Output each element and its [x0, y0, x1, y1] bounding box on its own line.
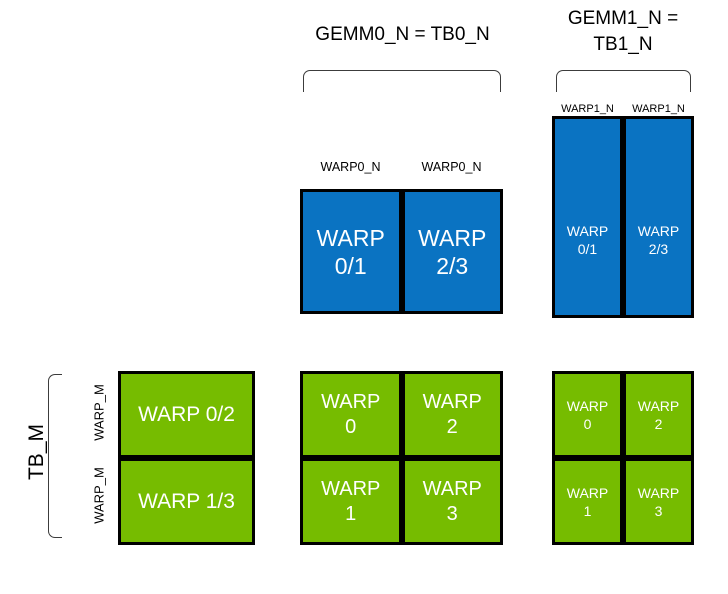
brace-gemm0-width [303, 70, 501, 92]
label-warp-m-top: WARP_M [91, 384, 107, 441]
label-tb-m: TB_M [25, 424, 48, 481]
green-group-middle: WARP 0 WARP 1 WARP 2 WARP 3 [300, 371, 503, 545]
green-middle-cell-warp-3[interactable]: WARP 3 [401, 458, 503, 545]
blue-cell-warp-2-3[interactable]: WARP 2/3 [401, 189, 503, 314]
label-warp-m-bottom: WARP_M [91, 467, 107, 524]
caption-warp0-n-left: WARP0_N [320, 160, 381, 174]
green-right-cell-warp-1[interactable]: WARP 1 [552, 458, 623, 545]
caption-warp0-n-right: WARP0_N [421, 160, 482, 174]
caption-warp1-n-right: WARP1_N [632, 103, 685, 115]
caption-warp1-n-left: WARP1_N [561, 103, 614, 115]
green-right-cell-warp-0[interactable]: WARP 0 [552, 371, 623, 458]
blue-right-cell-warp-0-1[interactable]: WARP 0/1 [552, 116, 623, 318]
green-right-cell-warp-2[interactable]: WARP 2 [623, 371, 694, 458]
title-gemm1: GEMM1_N = TB1_N [567, 8, 679, 55]
blue-group-right: WARP 0/1 WARP 2/3 [552, 116, 694, 318]
brace-tb-m-height [48, 374, 62, 538]
green-middle-column-left: WARP 0 WARP 1 [300, 371, 402, 545]
green-right-cell-warp-3[interactable]: WARP 3 [623, 458, 694, 545]
green-middle-cell-warp-1[interactable]: WARP 1 [300, 458, 402, 545]
green-left-cell-warp-0-2[interactable]: WARP 0/2 [118, 371, 255, 458]
green-middle-cell-warp-2[interactable]: WARP 2 [401, 371, 503, 458]
title-gemm0: GEMM0_N = TB0_N [315, 24, 490, 45]
green-group-left: WARP 0/2 WARP 1/3 [118, 371, 255, 545]
brace-gemm1-width [556, 70, 691, 92]
blue-cell-warp-0-1[interactable]: WARP 0/1 [300, 189, 402, 314]
green-left-cell-warp-1-3[interactable]: WARP 1/3 [118, 458, 255, 545]
blue-group-middle: WARP 0/1 WARP 2/3 [300, 189, 503, 314]
green-right-column-left: WARP 0 WARP 1 [552, 371, 623, 545]
green-middle-cell-warp-0[interactable]: WARP 0 [300, 371, 402, 458]
green-right-column-right: WARP 2 WARP 3 [623, 371, 694, 545]
blue-right-cell-warp-2-3[interactable]: WARP 2/3 [623, 116, 694, 318]
green-group-right: WARP 0 WARP 1 WARP 2 WARP 3 [552, 371, 694, 545]
green-middle-column-right: WARP 2 WARP 3 [401, 371, 503, 545]
